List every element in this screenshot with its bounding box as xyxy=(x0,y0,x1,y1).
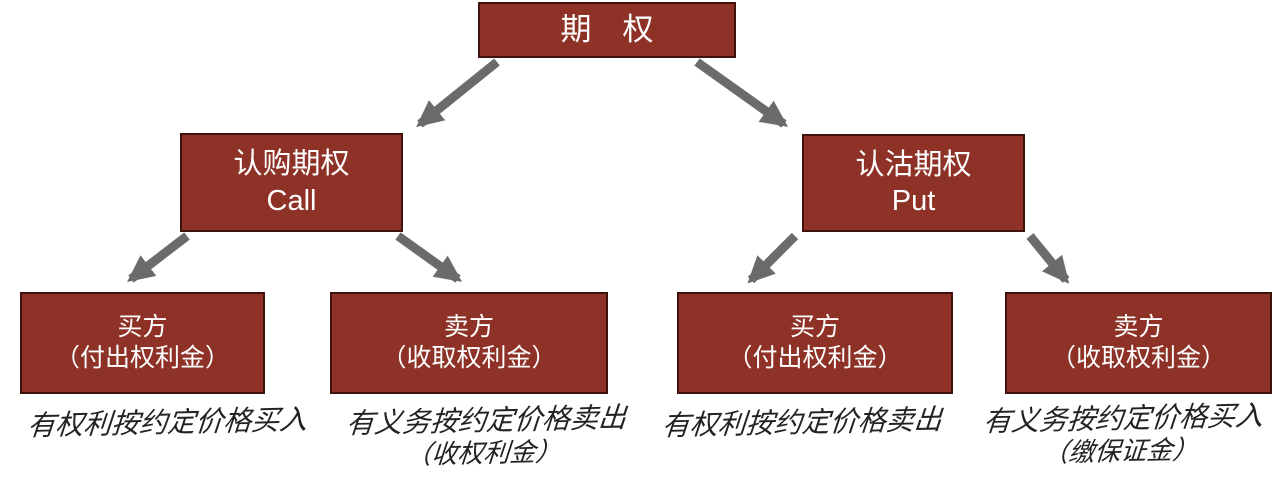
handwritten-note-call-seller: 有义务按约定价格卖出 （收权利金） xyxy=(337,400,632,474)
node-call-option-label-cn: 认购期权 xyxy=(233,148,350,181)
handwritten-note-line: 有权利按约定价格买入 xyxy=(26,402,309,443)
node-call-option-label-en: Call xyxy=(266,184,317,217)
node-call-buyer-premium: （付出权利金） xyxy=(54,344,230,372)
handwritten-note-line: 有义务按约定价格卖出 xyxy=(344,400,628,441)
node-put-buyer-premium: （付出权利金） xyxy=(727,344,903,372)
handwritten-note-put-seller: 有义务按约定价格买入 （缴保证金） xyxy=(969,398,1274,472)
handwritten-note-line: （缴保证金） xyxy=(1041,435,1200,469)
node-option-root: 期 权 xyxy=(478,2,736,58)
node-call-seller: 卖方 （收取权利金） xyxy=(330,292,608,394)
node-put-seller-premium: （收取权利金） xyxy=(1050,344,1226,372)
node-put-option-label-en: Put xyxy=(891,185,936,217)
node-put-seller-role: 卖方 xyxy=(1113,312,1164,341)
node-call-buyer: 买方 （付出权利金） xyxy=(20,292,265,394)
arrow-put-to-buyer xyxy=(747,232,799,284)
handwritten-note-put-buyer: 有权利按约定价格卖出 xyxy=(651,402,954,444)
handwritten-note-line: 有义务按约定价格买入 xyxy=(981,398,1265,439)
arrow-put-to-seller xyxy=(1026,233,1070,284)
node-put-seller: 卖方 （收取权利金） xyxy=(1005,292,1272,394)
node-call-option: 认购期权 Call xyxy=(180,133,403,232)
node-call-seller-premium: （收取权利金） xyxy=(381,344,557,372)
arrow-option-to-call xyxy=(416,58,500,128)
node-put-buyer: 买方 （付出权利金） xyxy=(677,292,953,394)
arrow-call-to-seller xyxy=(395,232,463,283)
arrow-option-to-put xyxy=(694,58,789,128)
arrow-call-to-buyer xyxy=(127,232,190,283)
handwritten-note-line: 有权利按约定价格卖出 xyxy=(660,402,944,443)
node-option-root-label: 期 权 xyxy=(560,11,654,47)
node-call-buyer-role: 买方 xyxy=(117,312,168,341)
node-put-option-label-cn: 认沽期权 xyxy=(855,148,972,181)
node-put-option: 认沽期权 Put xyxy=(802,134,1025,232)
node-put-buyer-role: 买方 xyxy=(789,312,840,341)
node-call-seller-role: 卖方 xyxy=(443,312,494,341)
handwritten-note-line: （收权利金） xyxy=(404,437,563,471)
handwritten-note-call-buyer: 有权利按约定价格买入 xyxy=(4,401,332,443)
